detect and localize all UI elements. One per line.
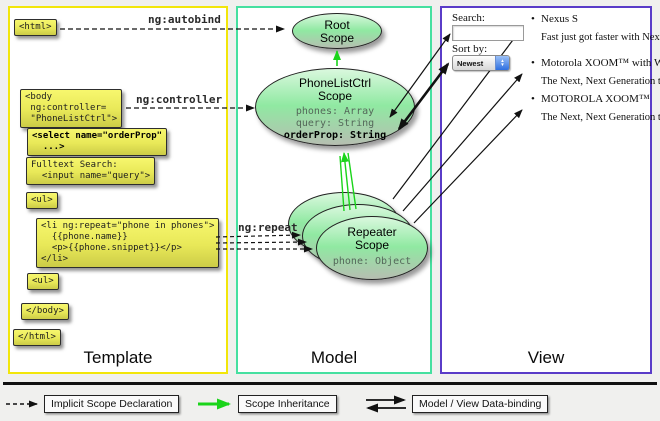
phone-list-item: • MOTOROLA XOOM™ The Next, Next Generatio… (531, 93, 660, 123)
code-box-body-close: </body> (21, 303, 69, 320)
sort-label: Sort by: (452, 43, 488, 55)
search-input[interactable] (452, 25, 524, 41)
sort-select-value: Newest (457, 58, 484, 68)
phonelistctrl-scope-orderprop: orderProp: String (283, 130, 387, 141)
phone-snippet: Fast just got faster with Nexus S. (541, 32, 660, 43)
phone-list-item: • Nexus S Fast just got faster with Nexus… (531, 13, 660, 43)
code-box-body-open: <body ng:controller= "PhoneListCtrl"> (20, 89, 123, 128)
phonelistctrl-scope-ellipse: PhoneListCtrl Scope phones: Array query:… (255, 68, 415, 146)
legend-divider (3, 382, 657, 385)
search-label: Search: (452, 12, 485, 24)
phone-title: Nexus S (541, 13, 578, 25)
phone-title: Motorola XOOM™ with Wi-Fi (541, 57, 660, 69)
bullet-icon: • (531, 93, 535, 105)
code-box-html-close: </html> (13, 329, 61, 346)
bullet-icon: • (531, 13, 535, 25)
code-box-ul-close: <ul> (27, 273, 59, 290)
phone-list-item: • Motorola XOOM™ with Wi-Fi The Next, Nex… (531, 57, 660, 87)
repeater-scope-ellipse-front: Repeater Scope phone: Object (316, 216, 428, 280)
code-box-ul-open: <ul> (26, 192, 58, 209)
code-box-li-repeat: <li ng:repeat="phone in phones"> {{phone… (36, 218, 220, 268)
sort-select[interactable]: Newest ▲▼ (452, 55, 510, 71)
view-panel-label: View (527, 348, 565, 367)
phone-title: MOTOROLA XOOM™ (541, 93, 650, 105)
model-panel-label: Model (310, 348, 358, 367)
phone-snippet: The Next, Next Generation tablet. (541, 76, 660, 87)
legend-model-view-data-binding: Model / View Data-binding (412, 395, 549, 413)
model-panel: Model (236, 6, 432, 374)
ng-autobind-label: ng:autobind (148, 13, 221, 26)
legend-implicit-scope-declaration: Implicit Scope Declaration (44, 395, 180, 413)
root-scope-ellipse: Root Scope (292, 13, 382, 49)
phonelistctrl-scope-props: phones: Array query: String (295, 106, 375, 129)
code-box-fulltext: Fulltext Search: <input name="query"> (26, 157, 156, 185)
legend-scope-inheritance: Scope Inheritance (238, 395, 337, 413)
code-box-select: <select name="orderProp" ...> (27, 128, 168, 156)
root-scope-title: Root Scope (319, 18, 355, 45)
stepper-icon: ▲▼ (495, 56, 509, 70)
phone-snippet: The Next, Next Generation tablet. (541, 112, 660, 123)
code-box-html-open: <html> (14, 19, 57, 36)
ng-repeat-label: ng:repeat (238, 221, 298, 234)
bullet-icon: • (531, 57, 535, 69)
phonelistctrl-scope-title: PhoneListCtrl Scope (298, 76, 372, 103)
template-panel-label: Template (83, 348, 153, 367)
repeater-scope-title: Repeater Scope (347, 225, 397, 252)
ng-controller-label: ng:controller (136, 93, 223, 106)
legend-double-arrow (366, 395, 406, 413)
repeater-scope-prop: phone: Object (332, 256, 412, 267)
